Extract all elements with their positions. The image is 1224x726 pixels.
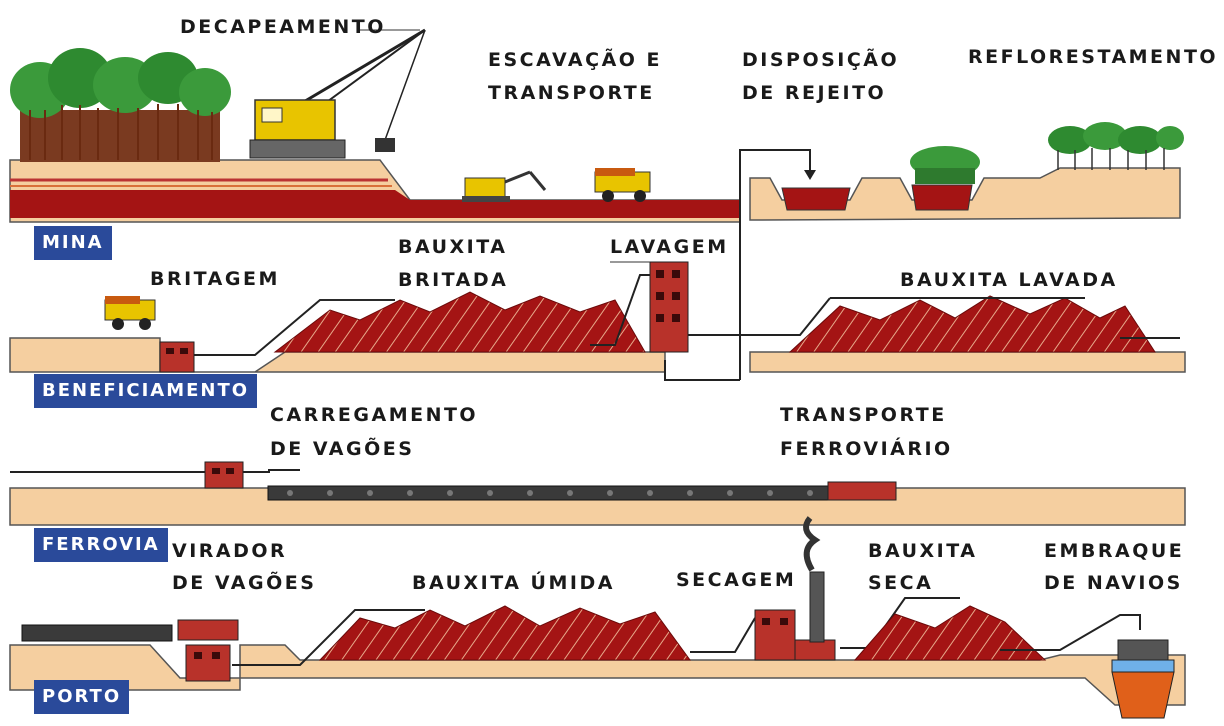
small-truck-icon bbox=[104, 296, 156, 330]
arriving-train-icon bbox=[21, 619, 239, 642]
tailings-ground bbox=[749, 167, 1181, 221]
washed-bauxite-pile bbox=[788, 295, 1156, 353]
label-disposicao-1: DISPOSIÇÃO bbox=[742, 49, 900, 71]
section-beneficiamento: BENEFICIAMENTO bbox=[34, 374, 258, 408]
dragline-icon bbox=[249, 28, 426, 159]
label-virador-2: DE VAGÕES bbox=[172, 572, 317, 594]
dry-bauxite-pile bbox=[853, 605, 1047, 661]
label-embarque-2: DE NAVIOS bbox=[1044, 572, 1183, 594]
label-transporte-ferro-1: TRANSPORTE bbox=[780, 404, 947, 426]
label-disposicao-2: DE REJEITO bbox=[742, 82, 887, 104]
tailings-pipe bbox=[739, 149, 811, 380]
porto-row bbox=[9, 516, 1186, 719]
label-bauxita-seca-2: SECA bbox=[868, 572, 934, 594]
label-virador-1: VIRADOR bbox=[172, 540, 288, 562]
label-transporte-ferro-2: FERROVIÁRIO bbox=[780, 438, 953, 460]
crusher-building-icon bbox=[159, 341, 195, 373]
label-secagem: SECAGEM bbox=[676, 569, 797, 591]
section-mina: MINA bbox=[34, 226, 112, 260]
label-reflorestamento: REFLORESTAMENTO bbox=[968, 46, 1219, 68]
label-escavacao-2: TRANSPORTE bbox=[488, 82, 655, 104]
section-porto: PORTO bbox=[34, 680, 130, 714]
ferrovia-row bbox=[9, 461, 1186, 526]
excavator-icon bbox=[462, 170, 547, 202]
label-bauxita-umida: BAUXITA ÚMIDA bbox=[412, 572, 615, 594]
dryer-plant-icon bbox=[754, 516, 836, 661]
mina-row bbox=[9, 28, 1184, 380]
crushed-bauxite-pile bbox=[273, 291, 646, 353]
train-wagons-icon bbox=[267, 481, 897, 501]
section-ferrovia: FERROVIA bbox=[34, 528, 168, 562]
label-lavagem: LAVAGEM bbox=[610, 236, 729, 258]
label-bauxita-britada-2: BRITADA bbox=[398, 269, 509, 291]
wet-bauxite-pile bbox=[318, 605, 691, 661]
washing-plant-icon bbox=[649, 261, 689, 353]
label-carregamento-1: CARREGAMENTO bbox=[270, 404, 479, 426]
haul-truck-icon bbox=[594, 168, 651, 202]
car-dumper-icon bbox=[185, 644, 231, 682]
label-britagem: BRITAGEM bbox=[150, 268, 280, 290]
label-carregamento-2: DE VAGÕES bbox=[270, 438, 415, 460]
mina-ore-layer bbox=[10, 190, 740, 218]
loading-station-icon bbox=[204, 461, 244, 489]
label-bauxita-britada-1: BAUXITA bbox=[398, 236, 508, 258]
label-escavacao-1: ESCAVAÇÃO E bbox=[488, 49, 663, 71]
reforestation-trees-icon bbox=[1048, 122, 1184, 170]
label-bauxita-lavada: BAUXITA LAVADA bbox=[900, 269, 1118, 291]
forest-icon bbox=[10, 48, 231, 162]
label-embarque-1: EMBRAQUE bbox=[1044, 540, 1185, 562]
beneficiamento-row bbox=[9, 261, 1186, 381]
shrub-icon bbox=[910, 146, 980, 184]
ship-icon bbox=[1111, 639, 1175, 719]
label-bauxita-seca-1: BAUXITA bbox=[868, 540, 978, 562]
label-decapeamento: DECAPEAMENTO bbox=[180, 16, 386, 38]
